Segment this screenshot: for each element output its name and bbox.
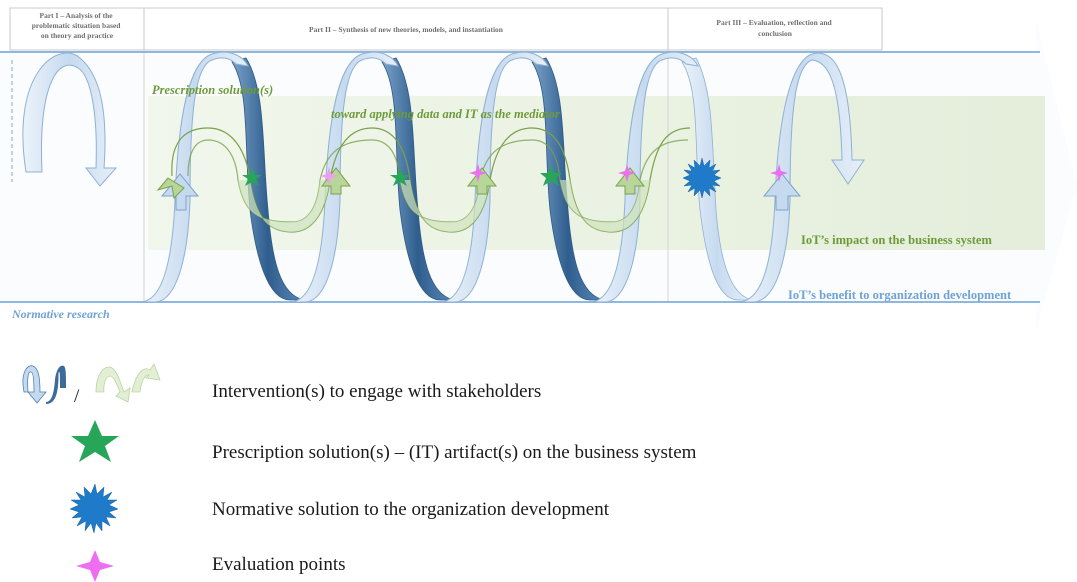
green-arrow-3 <box>466 167 498 195</box>
prescription-solutions-label: Prescription solution(s) <box>152 83 273 97</box>
phase-header: Part I – Analysis of the problematic sit… <box>9 7 883 51</box>
part1-title: Part I – Analysis of the problematic sit… <box>32 11 123 40</box>
green-arrow-2 <box>320 167 352 195</box>
iot-benefit-label: IoT’s benefit to organization developmen… <box>788 288 1012 302</box>
green-wave-fill-3 <box>560 180 650 232</box>
spiral-loop-3 <box>439 51 549 303</box>
part3-title: Part III – Evaluation, reflection and co… <box>716 18 833 38</box>
blue-starburst-icon <box>69 483 119 534</box>
spiral-uparrow-5 <box>762 173 802 211</box>
green-star-icon <box>242 168 262 186</box>
magenta-four-point-star-icon <box>76 550 114 582</box>
spiral-arrows-icon: / <box>22 363 161 407</box>
business-intervention-wave <box>156 127 691 233</box>
solution-markers <box>242 157 788 199</box>
part1-box <box>9 7 145 51</box>
toward-applying-label: toward applying data and IT as the media… <box>331 107 560 121</box>
legend-item-evaluation: Evaluation points <box>212 554 346 575</box>
intervention-spiral <box>22 51 865 303</box>
legend-item-prescription: Prescription solution(s) – (IT) artifact… <box>212 442 697 463</box>
spiral-loop-5 <box>737 52 865 303</box>
green-star-icon <box>390 168 410 186</box>
part3-box <box>667 7 883 51</box>
normative-research-label: Normative research <box>11 307 110 321</box>
magenta-four-point-star-icon <box>469 164 487 182</box>
legend-item-interventions: Intervention(s) to engage with stakehold… <box>212 381 541 402</box>
iot-impact-label: IoT’s impact on the business system <box>801 233 992 247</box>
legend-item-normative: Normative solution to the organization d… <box>212 499 610 520</box>
green-wave-fill <box>238 180 330 232</box>
green-wave-fill-2 <box>400 180 490 232</box>
magenta-four-point-star-icon <box>320 167 338 185</box>
green-arrow-4 <box>614 167 646 195</box>
legend: / Intervention(s) to engage with stakeho… <box>22 363 697 582</box>
green-star-icon <box>540 165 562 186</box>
business-system-band <box>148 96 1045 250</box>
blue-starburst-icon <box>682 157 722 199</box>
green-star-icon <box>71 420 119 462</box>
magenta-four-point-star-icon <box>770 164 788 182</box>
spiral-loop-0 <box>22 52 118 187</box>
green-arrow-1 <box>156 177 185 200</box>
legend-separator: / <box>74 386 80 407</box>
part2-title: Part II – Synthesis of new theories, mod… <box>309 25 504 34</box>
spiral-loop-1 <box>139 51 249 303</box>
magenta-four-point-star-icon <box>618 164 636 182</box>
